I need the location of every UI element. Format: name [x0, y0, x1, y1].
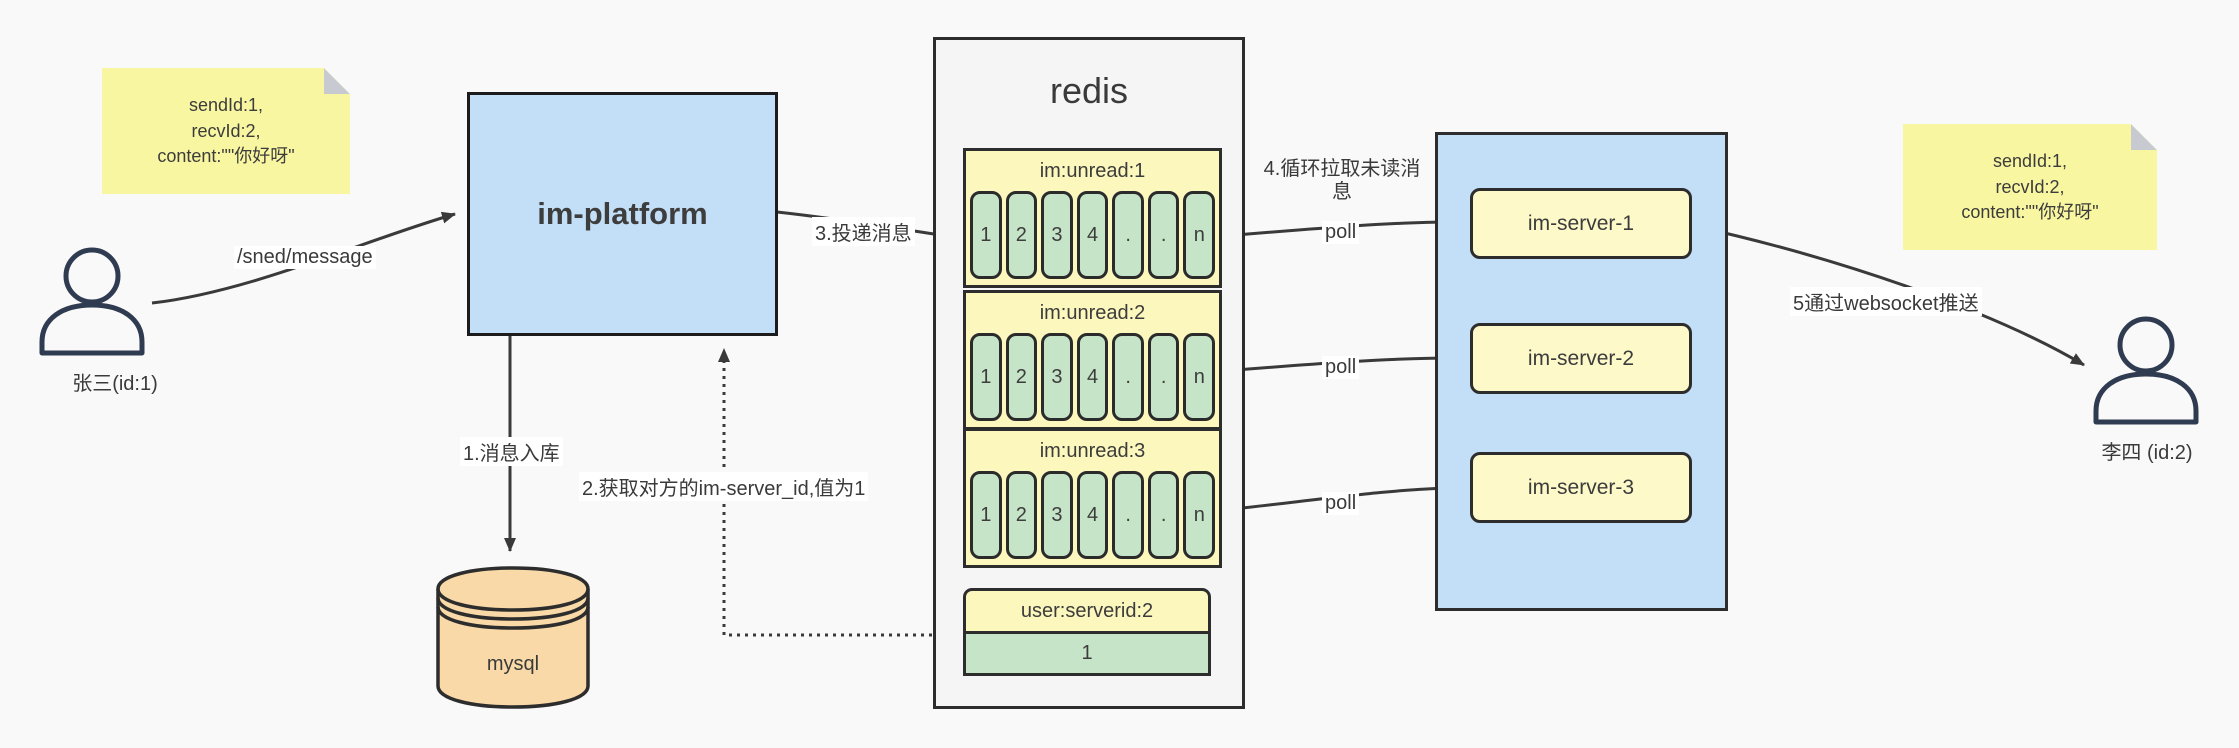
queue-cell: 1	[970, 191, 1002, 279]
im-server-cluster: im-server-1 im-server-2 im-server-3	[1435, 132, 1728, 611]
im-server-3-box: im-server-3	[1470, 452, 1692, 523]
queue-cell: n	[1183, 333, 1216, 421]
queue-cell: .	[1112, 471, 1144, 559]
edge-label-step4: 4.循环拉取未读消息	[1263, 158, 1421, 203]
edge-label-poll-2: poll	[1322, 356, 1360, 379]
sticky-note-left: sendId:1, recvId:2, content:""你好呀"	[102, 68, 350, 194]
im-server-2-box: im-server-2	[1470, 323, 1692, 394]
redis-user-serverid-box: user:serverid:2 1	[963, 588, 1211, 676]
folded-corner-icon	[324, 68, 350, 94]
im-server-1-box: im-server-1	[1470, 188, 1692, 259]
edge-label-poll-1: poll	[1322, 221, 1360, 244]
edge-label-send-api: /sned/message	[234, 246, 376, 269]
im-server-2-label: im-server-2	[1527, 346, 1635, 370]
mysql-cylinder-icon	[436, 566, 590, 709]
queue-cell: 4	[1076, 333, 1109, 421]
folded-corner-icon	[2131, 124, 2157, 150]
queue-cell: 2	[1005, 191, 1038, 279]
queue-cell: 3	[1041, 471, 1073, 559]
queue-cell: 1	[970, 471, 1002, 559]
queue-cell: .	[1147, 471, 1180, 559]
queue-header: im:unread:3	[1039, 439, 1146, 462]
note-line: recvId:2,	[1995, 176, 2065, 197]
edge-label-poll-3: poll	[1322, 492, 1360, 515]
queue-cell: .	[1147, 191, 1180, 279]
edge-label-step5: 5通过websocket推送	[1790, 287, 1982, 316]
im-platform-label: im-platform	[537, 196, 708, 231]
note-line: sendId:1,	[1992, 150, 2068, 171]
im-server-3-label: im-server-3	[1527, 475, 1635, 499]
im-server-1-label: im-server-1	[1527, 211, 1635, 235]
im-platform-box: im-platform	[467, 92, 778, 336]
queue-cell: 2	[1005, 471, 1038, 559]
queue-header: im:unread:1	[1039, 159, 1146, 182]
kv-header: user:serverid:2	[963, 588, 1211, 634]
person-receiver-icon	[2093, 316, 2199, 425]
queue-cell: .	[1112, 333, 1144, 421]
receiver-label: 李四 (id:2)	[2101, 442, 2193, 464]
queue-header: im:unread:2	[1039, 301, 1146, 324]
queue-cell: 4	[1076, 471, 1109, 559]
note-line: recvId:2,	[191, 120, 261, 141]
edge-label-step2: 2.获取对方的im-server_id,值为1	[579, 472, 869, 501]
note-line: sendId:1,	[188, 94, 264, 115]
queue-cell: n	[1183, 471, 1216, 559]
queue-cell: 1	[970, 333, 1002, 421]
queue-cell: 3	[1041, 191, 1073, 279]
person-sender-icon	[39, 247, 145, 356]
queue-cell: 3	[1041, 333, 1073, 421]
note-line: content:""你好呀"	[157, 146, 295, 167]
mysql-label: mysql	[486, 653, 540, 675]
redis-title: redis	[1049, 70, 1129, 111]
queue-cell: n	[1183, 191, 1216, 279]
edge-label-step1: 1.消息入库	[460, 437, 563, 466]
kv-value: 1	[963, 634, 1211, 676]
edge-label-step3: 3.投递消息	[812, 217, 915, 246]
note-line: content:""你好呀"	[1961, 202, 2099, 223]
sender-label: 张三(id:1)	[72, 373, 158, 395]
queue-cell: 2	[1005, 333, 1038, 421]
sticky-note-right: sendId:1, recvId:2, content:""你好呀"	[1903, 124, 2157, 250]
queue-cell: .	[1147, 333, 1180, 421]
queue-cell: .	[1112, 191, 1144, 279]
queue-cell: 4	[1076, 191, 1109, 279]
